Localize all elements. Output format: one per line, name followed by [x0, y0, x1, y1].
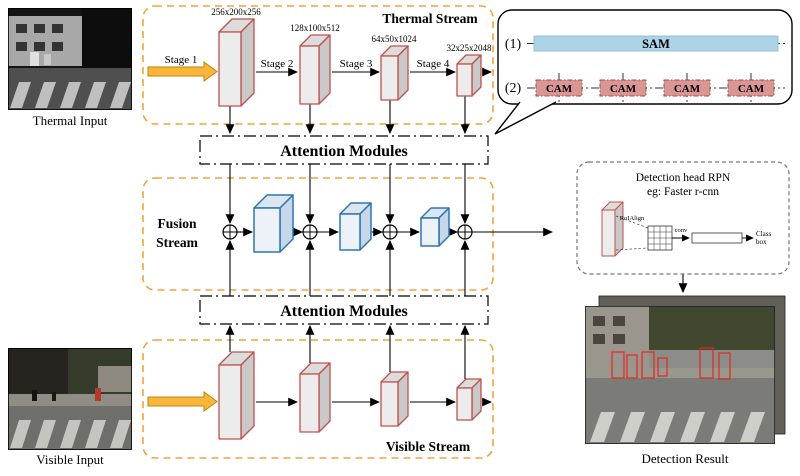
cam-label-3: CAM: [674, 83, 701, 95]
legend-item2-index: (2): [505, 81, 522, 96]
cam-box-2: [599, 79, 647, 97]
detection-head-title-line2: eg: Faster r-cnn: [647, 186, 719, 198]
cam-box-3: [663, 79, 711, 97]
roi-grid: [647, 225, 673, 251]
head-feature-block: [601, 201, 624, 257]
fusion-stream-box: [142, 177, 494, 291]
detection-head-box: Detection head RPN eg: Faster r-cnn RoIA…: [576, 161, 790, 275]
visible-input-label: Visible Input: [36, 452, 104, 467]
fusion-stream-title-line2: Stream: [156, 235, 198, 250]
stage1-input-arrow-thermal: [147, 61, 218, 82]
visible-input-image: [8, 348, 132, 450]
stage-4-label: Stage 4: [417, 58, 450, 70]
attention-modules-bottom-label: Attention Modules: [280, 303, 408, 320]
stage-3-label: Stage 3: [340, 58, 373, 70]
visible-feature-block-1: [218, 351, 255, 440]
cam-label-4: CAM: [738, 83, 765, 95]
thermal-feature-block-4: [456, 54, 482, 97]
thermal-stream-box: [142, 5, 494, 125]
stage-1-label: Stage 1: [165, 54, 198, 66]
visible-feature-block-4: [456, 378, 482, 421]
class-box-label-line2: box: [756, 238, 767, 246]
visible-feature-block-3: [380, 371, 409, 427]
thermal-input-image: [8, 8, 132, 110]
stage1-input-arrow-visible: [147, 391, 218, 412]
visible-feature-block-2: [299, 362, 331, 433]
thermal-stream-title: Thermal Stream: [382, 11, 478, 26]
thermal-feature-block-3: [380, 45, 409, 101]
fusion-sum-nodes: [222, 224, 473, 240]
connector-arrows: [225, 67, 688, 407]
roi-align-label: RoIAlign: [620, 215, 645, 222]
sam-bar: [533, 35, 779, 52]
detection-result-image: [585, 306, 775, 444]
fusion-stream-title-line1: Fusion: [157, 216, 197, 231]
fusion-block-2: [339, 202, 372, 251]
detection-result-label: Detection Result: [641, 451, 728, 466]
cam-label-2: CAM: [610, 83, 637, 95]
detection-head-title-line1: Detection head RPN: [636, 172, 731, 184]
roi-align-links: [615, 215, 649, 251]
feature-size-2: 128x100x512: [290, 23, 340, 33]
feature-size-4: 32x25x2048: [447, 43, 493, 53]
feature-size-1: 256x200x256: [211, 7, 261, 17]
conv-label: conv: [675, 227, 688, 234]
legend-item1-index: (1): [505, 37, 522, 52]
cam-box-4: [727, 79, 775, 97]
conv-bar: [691, 232, 743, 244]
attention-modules-top-label: Attention Modules: [280, 143, 408, 160]
attention-modules-top-box: [199, 135, 489, 165]
attention-modules-bottom-box: [199, 295, 489, 325]
visible-stream-title: Visible Stream: [386, 439, 471, 454]
stage-2-label: Stage 2: [261, 58, 294, 70]
cam-label-1: CAM: [546, 83, 573, 95]
attention-legend-callout: (1) SAM (2) CAM CAM CAM CAM: [494, 9, 793, 135]
fusion-block-3: [420, 207, 450, 247]
visible-stream-box: [142, 339, 494, 459]
detection-bounding-boxes: [611, 347, 731, 380]
feature-size-3: 64x50x1024: [372, 34, 418, 44]
thermal-feature-block-2: [299, 34, 331, 105]
fusion-block-1: [253, 194, 294, 253]
sam-label: SAM: [642, 37, 670, 51]
thermal-feature-block-1: [218, 18, 255, 107]
thermal-input-label: Thermal Input: [33, 113, 108, 128]
cam-box-1: [535, 79, 583, 97]
class-box-label-line1: Class: [756, 230, 771, 238]
